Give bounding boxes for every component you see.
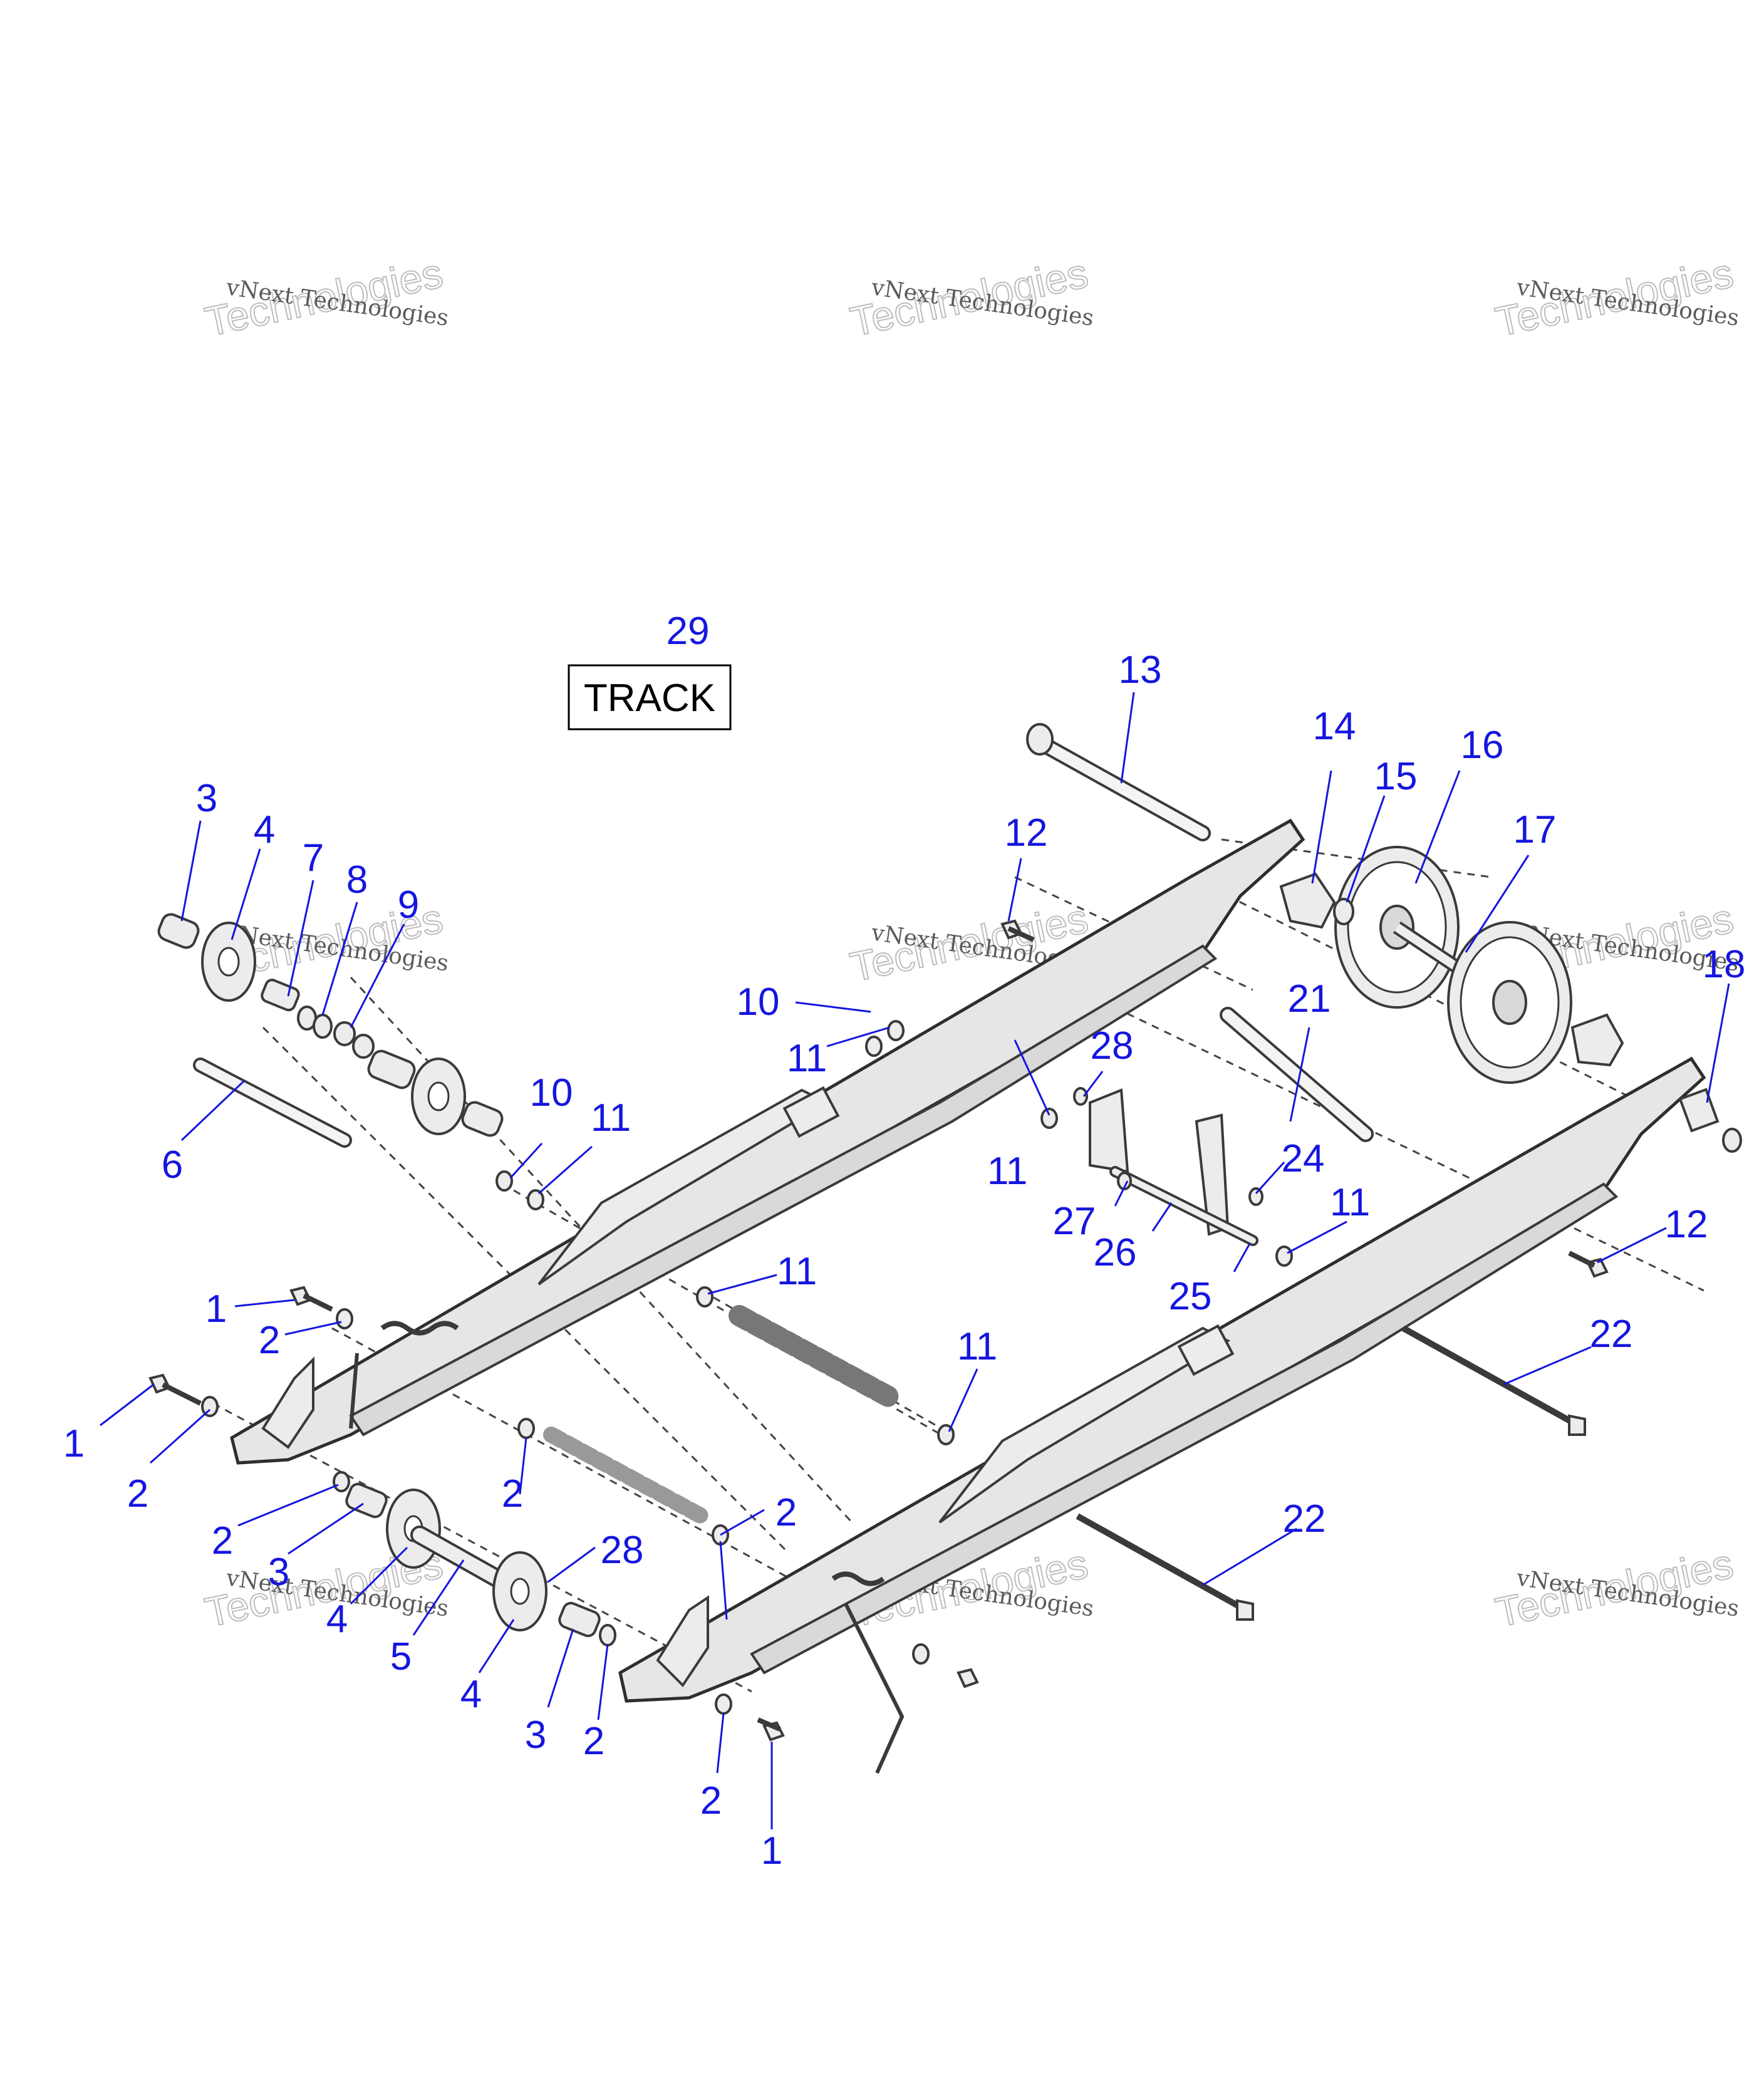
callout-14: 14 xyxy=(1313,705,1356,748)
callout-27: 28 xyxy=(1091,1024,1134,1068)
callout-5: 5 xyxy=(390,1635,412,1678)
callout-1-a: 1 xyxy=(205,1287,227,1331)
callout-11-d: 11 xyxy=(1330,1181,1370,1224)
callout-2-e: 2 xyxy=(212,1519,233,1562)
callout-26: 27 xyxy=(1053,1200,1096,1243)
callout-16: 16 xyxy=(1461,724,1504,767)
callout-18: 18 xyxy=(1703,943,1746,986)
callout-3-c: 3 xyxy=(525,1713,546,1757)
axle-13 xyxy=(1026,723,1211,841)
callout-21: 21 xyxy=(1288,977,1331,1021)
idler-wheel-17 xyxy=(1447,921,1572,1084)
callout-8: 8 xyxy=(346,858,368,902)
callout-4-top: 4 xyxy=(254,808,275,851)
leader-lines xyxy=(100,692,1730,1829)
bolt-22b xyxy=(1236,1599,1254,1621)
callout-15: 15 xyxy=(1374,755,1418,798)
callout-2-f: 2 xyxy=(583,1720,604,1763)
callout-12-top: 12 xyxy=(1005,811,1048,855)
hardware xyxy=(148,919,1742,1742)
callout-1-c: 1 xyxy=(761,1829,782,1873)
shaft-21 xyxy=(1220,1007,1374,1142)
callout-2-a: 2 xyxy=(259,1319,280,1362)
washer-15 xyxy=(1333,898,1354,925)
callout-4-c: 4 xyxy=(460,1673,482,1716)
callouts: 29 13 14 15 16 17 18 12 21 3 4 7 8 9 6 1… xyxy=(63,610,1746,1873)
callout-2-g: 2 xyxy=(700,1779,722,1822)
callout-6: 6 xyxy=(162,1143,183,1187)
track-label: TRACK xyxy=(568,664,732,731)
callout-10-mid: 10 xyxy=(530,1071,573,1115)
right-rail xyxy=(618,1056,1706,1703)
callout-13: 13 xyxy=(1119,648,1162,692)
callout-11-b: 11 xyxy=(591,1096,631,1140)
callout-12-right: 12 xyxy=(1665,1203,1708,1246)
bolt-22a xyxy=(1568,1414,1586,1436)
shock-absorber xyxy=(543,1305,900,1524)
torsion-spring-right xyxy=(831,1571,885,1586)
callout-25: 26 xyxy=(1094,1231,1137,1274)
callout-3-b: 3 xyxy=(268,1551,289,1594)
callout-11-c: 11 xyxy=(987,1150,1027,1193)
callout-7: 7 xyxy=(303,836,324,880)
callout-23: 25 xyxy=(1169,1275,1212,1318)
callout-17: 17 xyxy=(1513,808,1557,851)
callout-29: 29 xyxy=(667,610,710,653)
front-wheel-group xyxy=(157,913,504,1137)
spacer-14 xyxy=(1279,872,1336,929)
callout-2-d: 2 xyxy=(776,1491,797,1534)
axle-6 xyxy=(193,1058,352,1148)
callout-11-e: 11 xyxy=(777,1250,817,1293)
spacer-14b xyxy=(1570,1013,1624,1067)
suspension-drawing xyxy=(148,723,1742,1774)
callout-11-f: 11 xyxy=(957,1325,997,1368)
callout-9: 9 xyxy=(398,883,419,927)
bracket-27 xyxy=(1089,1088,1129,1173)
track-label-text: TRACK xyxy=(584,677,715,720)
callout-2-b: 2 xyxy=(127,1472,148,1516)
callout-28: 28 xyxy=(601,1529,644,1572)
callout-22-top: 22 xyxy=(1590,1313,1633,1356)
callout-10-top: 10 xyxy=(737,980,780,1024)
callout-24: 24 xyxy=(1282,1137,1325,1180)
callout-2-c: 2 xyxy=(502,1472,523,1516)
callout-3-top: 3 xyxy=(196,777,217,820)
callout-4-b: 4 xyxy=(326,1598,348,1641)
callout-1-b: 1 xyxy=(63,1422,85,1465)
callout-22-bottom: 22 xyxy=(1283,1497,1326,1541)
callout-11-a: 11 xyxy=(787,1037,827,1080)
left-rail xyxy=(230,818,1305,1465)
torsion-spring-left xyxy=(380,1321,459,1336)
